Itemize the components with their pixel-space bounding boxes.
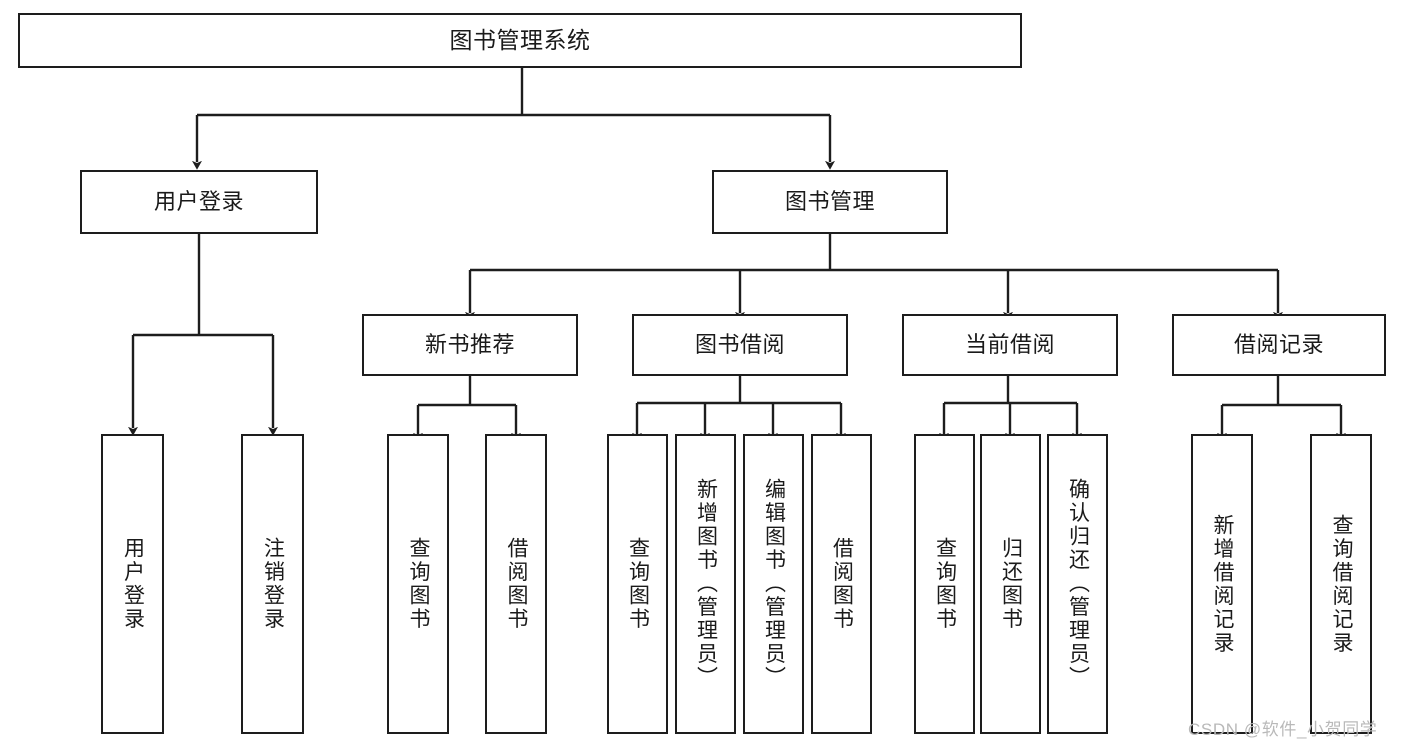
node-label: 注销登录 [261, 537, 285, 631]
node-label: 查询借阅记录 [1330, 513, 1354, 655]
node-label: 图书借阅 [694, 332, 785, 358]
node-label: 新书推荐 [424, 332, 515, 358]
node-leaf-borrow-book[interactable]: 借阅图书 [811, 434, 872, 734]
node-leaf-query-book-recommend[interactable]: 查询图书 [387, 434, 449, 734]
node-new-book-recommend[interactable]: 新书推荐 [362, 314, 578, 376]
node-label: 归还图书 [999, 537, 1023, 631]
node-leaf-user-login[interactable]: 用户登录 [101, 434, 164, 734]
node-user-login[interactable]: 用户登录 [80, 170, 318, 234]
node-current-borrow[interactable]: 当前借阅 [902, 314, 1118, 376]
node-label: 图书管理系统 [449, 26, 591, 53]
node-leaf-edit-book[interactable]: 编辑图书（管理员） [743, 434, 804, 734]
node-label: 借阅图书 [505, 537, 529, 631]
node-leaf-add-borrow-record[interactable]: 新增借阅记录 [1191, 434, 1253, 734]
node-label: 新增图书（管理员） [694, 478, 718, 690]
node-root-book-management-system[interactable]: 图书管理系统 [18, 13, 1022, 68]
node-leaf-logout-login[interactable]: 注销登录 [241, 434, 304, 734]
node-label: 编辑图书（管理员） [762, 478, 786, 690]
node-label: 查询图书 [626, 537, 650, 631]
node-book-borrow[interactable]: 图书借阅 [632, 314, 848, 376]
node-leaf-query-book-borrow[interactable]: 查询图书 [607, 434, 668, 734]
node-book-manage[interactable]: 图书管理 [712, 170, 948, 234]
node-leaf-query-borrow-record[interactable]: 查询借阅记录 [1310, 434, 1372, 734]
node-label: 图书管理 [784, 189, 875, 215]
node-leaf-query-book-current[interactable]: 查询图书 [914, 434, 975, 734]
node-leaf-add-book[interactable]: 新增图书（管理员） [675, 434, 736, 734]
node-label: 新增借阅记录 [1211, 513, 1235, 655]
node-leaf-borrow-book-recommend[interactable]: 借阅图书 [485, 434, 547, 734]
node-borrow-record[interactable]: 借阅记录 [1172, 314, 1386, 376]
node-label: 借阅图书 [830, 537, 854, 631]
node-label: 查询图书 [933, 537, 957, 631]
node-label: 用户登录 [153, 189, 244, 215]
node-label: 当前借阅 [964, 332, 1055, 358]
node-label: 用户登录 [121, 537, 145, 631]
node-label: 确认归还（管理员） [1066, 478, 1090, 690]
node-leaf-return-book[interactable]: 归还图书 [980, 434, 1041, 734]
node-label: 查询图书 [407, 537, 431, 631]
node-label: 借阅记录 [1233, 332, 1324, 358]
node-leaf-confirm-return[interactable]: 确认归还（管理员） [1047, 434, 1108, 734]
